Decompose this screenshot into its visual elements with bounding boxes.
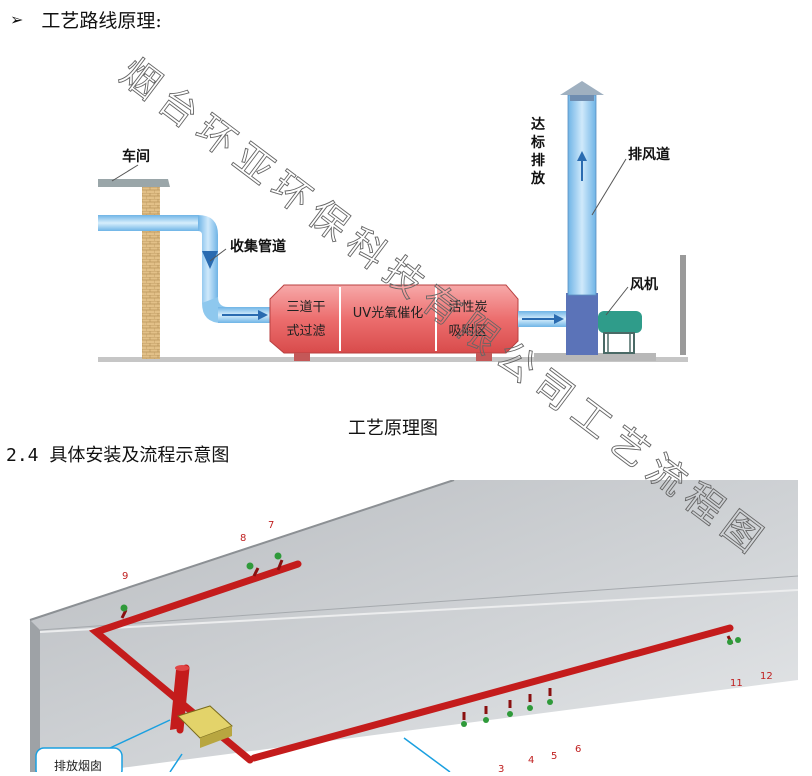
exhaust-chimney [170,666,188,730]
collection-duct-label: 收集管道 [230,238,286,255]
number-8: 8 [240,533,246,544]
nozzles [120,552,741,727]
figure-caption: 工艺原理图 [348,418,438,439]
number-12: 12 [760,671,773,682]
plate-surface [30,480,798,772]
section-heading: ➢ 工艺路线原理: [10,6,162,33]
fan-base [534,353,656,361]
number-9: 9 [122,571,128,582]
number-11: 11 [730,678,743,689]
workshop-wall [142,187,160,359]
ground-line [98,357,688,362]
number-5: 5 [551,751,557,762]
position-numbers: 9 8 7 11 12 3 4 5 6 [122,520,773,775]
fan-label: 风机 [630,276,658,293]
stage-dry-filter-label-2: 式过滤 [286,324,325,339]
chimney-callout-text: 排放烟囱 [54,758,102,772]
compliance-label-1: 达 [531,116,545,133]
compliance-label-2: 标 [530,134,545,151]
stage-carbon-label-2: 吸附区 [448,324,487,339]
stack-cap [560,81,604,95]
heading-text: 工艺路线原理: [41,10,162,32]
duct-inlet [98,215,198,231]
process-principle-diagram: 三道干 式过滤 UV光氧催化 活性炭 吸附区 车间 收集管道 达 标 排 放 排… [98,55,704,383]
number-7: 7 [268,520,274,531]
fan-housing [566,293,598,355]
arrow-bullet-icon: ➢ [10,10,24,29]
treatment-unit [269,284,519,354]
exhaust-stack [567,94,597,296]
stage-dry-filter-label-1: 三道干 [286,300,325,315]
installation-diagram: 排放烟囱 9 8 7 11 12 3 4 5 6 [10,479,799,776]
flow-arrow-down-icon [202,251,218,269]
workshop-roof [98,179,170,187]
compliance-label-4: 放 [530,170,546,187]
stage-uv-label: UV光氧催化 [353,306,423,321]
chimney-callout [35,747,123,776]
number-6: 6 [575,744,581,755]
exhaust-duct-label: 排风道 [628,146,670,163]
stage-carbon-label-1: 活性炭 [448,300,487,315]
section-title: 2.4 具体安装及流程示意图 [6,445,230,466]
compliance-label-3: 排 [531,152,545,169]
number-3: 3 [498,764,504,772]
workshop-label: 车间 [122,148,150,165]
fan-motor [598,311,642,333]
number-4: 4 [528,755,534,766]
